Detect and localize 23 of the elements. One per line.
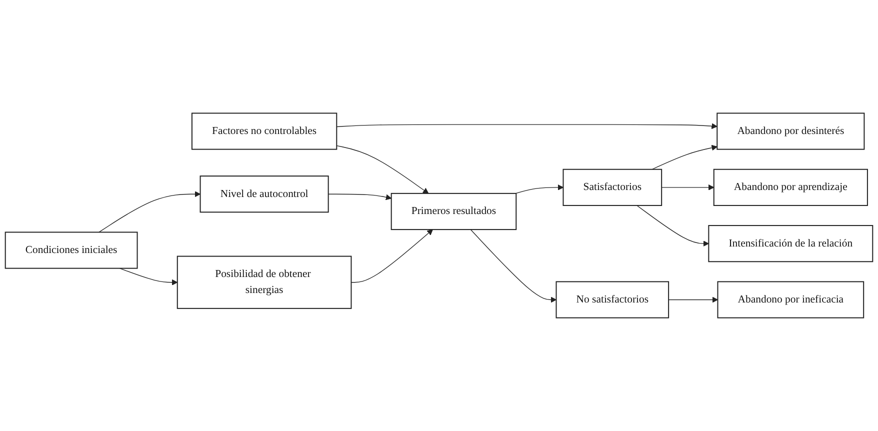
arrow bbox=[328, 194, 392, 200]
node-box: Factores no controlables bbox=[191, 112, 338, 150]
arrow bbox=[119, 268, 178, 286]
arrow bbox=[636, 205, 709, 247]
arrow bbox=[98, 191, 201, 233]
node-box: Satisfactorios bbox=[562, 168, 662, 206]
arrow bbox=[350, 229, 433, 283]
arrow bbox=[668, 296, 718, 303]
arrow bbox=[336, 123, 718, 130]
node-box: Intensificación de la relación bbox=[708, 225, 874, 262]
node-box: Posibilidad de obtener sinergias bbox=[176, 256, 352, 309]
node-box: Nivel de autocontrol bbox=[200, 176, 329, 213]
node-box: Abandono por aprendizaje bbox=[713, 168, 868, 206]
node-box: No satisfactorios bbox=[556, 281, 670, 318]
arrow bbox=[661, 184, 714, 190]
node-box: Primeros resultados bbox=[390, 192, 517, 230]
arrow bbox=[470, 229, 557, 303]
node-box: Condiciones iniciales bbox=[4, 232, 138, 269]
arrow bbox=[515, 184, 564, 194]
arrow bbox=[336, 145, 429, 194]
arrow bbox=[652, 144, 718, 170]
node-box: Abandono por ineficacia bbox=[717, 281, 864, 318]
node-box: Abandono por desinterés bbox=[716, 112, 865, 150]
